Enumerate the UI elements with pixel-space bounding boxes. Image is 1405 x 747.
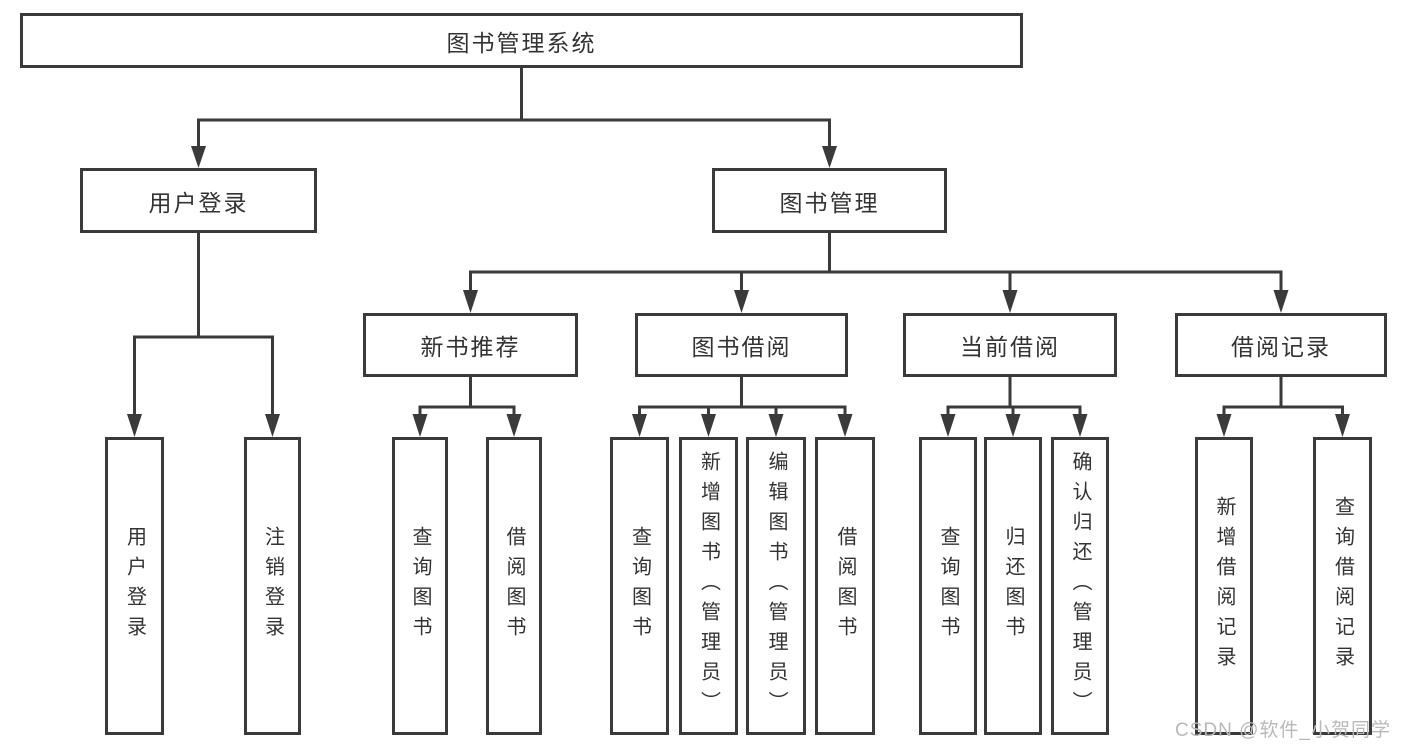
node-borrow-records-label: 借阅记录: [1231, 334, 1331, 360]
arrowhead: [768, 414, 784, 437]
node-book-borrow: 图书借阅: [635, 313, 848, 377]
leaf-newbooks-borrow-label: 借阅图书: [503, 526, 525, 646]
leaf-logout-label: 注销登录: [261, 526, 284, 646]
arrowhead: [837, 414, 853, 437]
connector-root-to-level2: [197, 68, 831, 147]
arrowhead: [1216, 414, 1232, 437]
arrowhead: [506, 414, 522, 437]
csdn-watermark: CSDN @软件_小贺同学: [1175, 720, 1391, 741]
arrowhead: [1335, 414, 1350, 437]
arrowhead: [1005, 414, 1021, 437]
leaf-borrow-query-label: 查询图书: [628, 526, 651, 646]
leaf-current-confirm-admin: 确认归还（管理员）: [1051, 437, 1109, 735]
leaf-current-query: 查询图书: [919, 437, 977, 735]
leaf-newbooks-query: 查询图书: [392, 437, 448, 735]
leaf-logout: 注销登录: [244, 437, 301, 735]
node-book-borrow-label: 图书借阅: [691, 334, 792, 360]
node-root-label: 图书管理系统: [446, 29, 597, 56]
arrowhead: [1273, 290, 1289, 313]
leaf-borrow-query: 查询图书: [610, 437, 669, 735]
leaf-borrow-edit-admin: 编辑图书（管理员）: [746, 437, 806, 735]
connector-borrow-to-leaves: [638, 377, 847, 415]
arrowhead: [940, 414, 956, 437]
arrowhead: [632, 414, 647, 437]
arrowhead: [701, 414, 716, 437]
node-current-borrow-label: 当前借阅: [960, 334, 1060, 360]
leaf-records-query-label: 查询借阅记录: [1331, 496, 1354, 676]
leaf-current-confirm-admin-label: 确认归还（管理员）: [1069, 451, 1091, 721]
leaf-current-return-label: 归还图书: [1002, 526, 1024, 646]
arrowhead: [127, 414, 142, 437]
connector-mgmt-to-level3: [469, 233, 1283, 291]
connector-records-to-leaves: [1222, 377, 1344, 415]
arrowhead: [265, 414, 280, 437]
leaf-current-query-label: 查询图书: [937, 526, 959, 646]
arrowhead: [1002, 290, 1018, 313]
connector-current-to-leaves: [946, 377, 1082, 415]
leaf-borrow-borrow: 借阅图书: [815, 437, 875, 735]
connector-login-to-leaves: [133, 233, 274, 415]
arrowheads: [127, 146, 1350, 437]
leaf-newbooks-borrow: 借阅图书: [486, 437, 542, 735]
node-root: 图书管理系统: [20, 13, 1023, 68]
leaf-records-query: 查询借阅记录: [1313, 437, 1372, 735]
leaf-newbooks-query-label: 查询图书: [409, 526, 431, 646]
connector-newbooks-to-leaves: [418, 377, 516, 415]
node-new-book-recommend: 新书推荐: [363, 313, 578, 377]
leaf-borrow-edit-admin-label: 编辑图书（管理员）: [765, 451, 787, 721]
node-current-borrow: 当前借阅: [903, 313, 1117, 377]
arrowhead: [822, 146, 837, 168]
leaf-borrow-add-admin: 新增图书（管理员）: [679, 437, 738, 735]
node-new-book-recommend-label: 新书推荐: [420, 334, 521, 360]
node-user-login: 用户登录: [80, 168, 317, 233]
node-book-management-label: 图书管理: [779, 189, 880, 216]
arrowhead: [463, 290, 478, 313]
arrowhead: [734, 290, 749, 313]
node-user-login-label: 用户登录: [148, 189, 249, 216]
leaf-current-return: 归还图书: [984, 437, 1042, 735]
arrowhead: [412, 414, 428, 437]
leaf-user-login-label: 用户登录: [123, 526, 146, 646]
arrowhead: [1072, 414, 1088, 437]
leaf-records-add-label: 新增借阅记录: [1213, 496, 1235, 676]
leaf-borrow-add-admin-label: 新增图书（管理员）: [697, 451, 720, 721]
node-book-management: 图书管理: [712, 168, 947, 233]
node-borrow-records: 借阅记录: [1175, 313, 1387, 377]
leaf-borrow-borrow-label: 借阅图书: [834, 526, 856, 646]
leaf-records-add: 新增借阅记录: [1195, 437, 1253, 735]
leaf-user-login: 用户登录: [105, 437, 164, 735]
arrowhead: [191, 146, 206, 168]
